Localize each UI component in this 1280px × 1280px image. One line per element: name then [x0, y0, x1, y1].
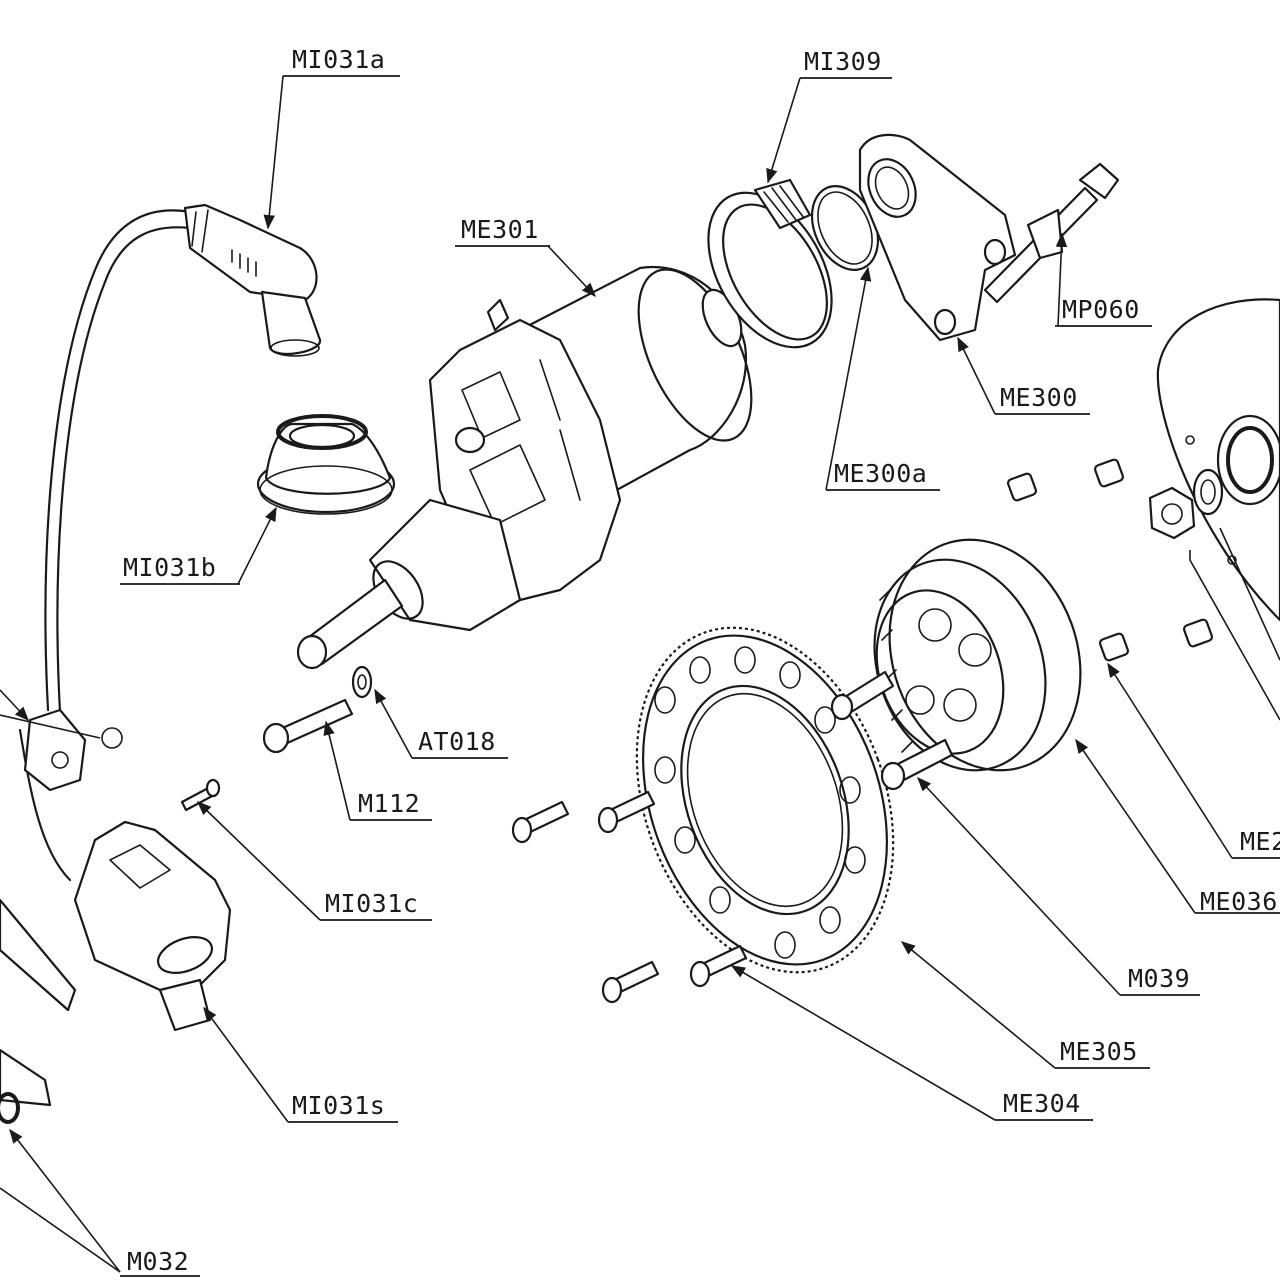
freewheel-hub-drawing	[873, 538, 1082, 772]
label-MI031b: MI031b	[123, 553, 216, 582]
label-ME301: ME301	[461, 215, 539, 244]
spark-plug-cap-drawing	[44, 203, 322, 714]
label-ME304: ME304	[1003, 1089, 1081, 1118]
hose-clamp-drawing	[707, 178, 833, 349]
leader-lines	[0, 75, 1280, 1273]
label-M112: M112	[358, 789, 420, 818]
rubber-boot-drawing	[256, 414, 396, 515]
label-MI309: MI309	[804, 47, 882, 76]
label-MI031c: MI031c	[325, 889, 418, 918]
m112-bolt-drawing	[262, 665, 373, 754]
me304-screws-drawing	[511, 790, 748, 1004]
left-link-drawing	[0, 708, 123, 1124]
label-MI031a: MI031a	[292, 45, 385, 74]
starter-bracket-drawing	[858, 133, 1017, 342]
nut-washer-drawing	[1148, 468, 1224, 540]
label-M032: M032	[127, 1247, 189, 1276]
label-ME2: ME2	[1240, 827, 1280, 856]
ignition-coil-drawing	[18, 728, 232, 1032]
starter-motor-drawing	[296, 265, 753, 670]
label-MI031s: MI031s	[292, 1091, 385, 1120]
side-cover-drawing	[1156, 298, 1280, 622]
part-labels: MI031a MI309 ME301 MP060 ME300 ME300a MI…	[120, 45, 1280, 1277]
m039-bolts-drawing	[830, 670, 954, 791]
label-AT018: AT018	[418, 727, 496, 756]
mi031c-screw-drawing	[180, 778, 221, 812]
small-studs-drawing	[1006, 458, 1214, 662]
label-M039: M039	[1128, 964, 1190, 993]
label-ME036: ME036	[1200, 887, 1278, 916]
ring-gear-drawing	[635, 626, 895, 974]
label-MP060: MP060	[1062, 295, 1140, 324]
label-ME300: ME300	[1000, 383, 1078, 412]
label-ME300a: ME300a	[834, 459, 927, 488]
label-ME305: ME305	[1060, 1037, 1138, 1066]
